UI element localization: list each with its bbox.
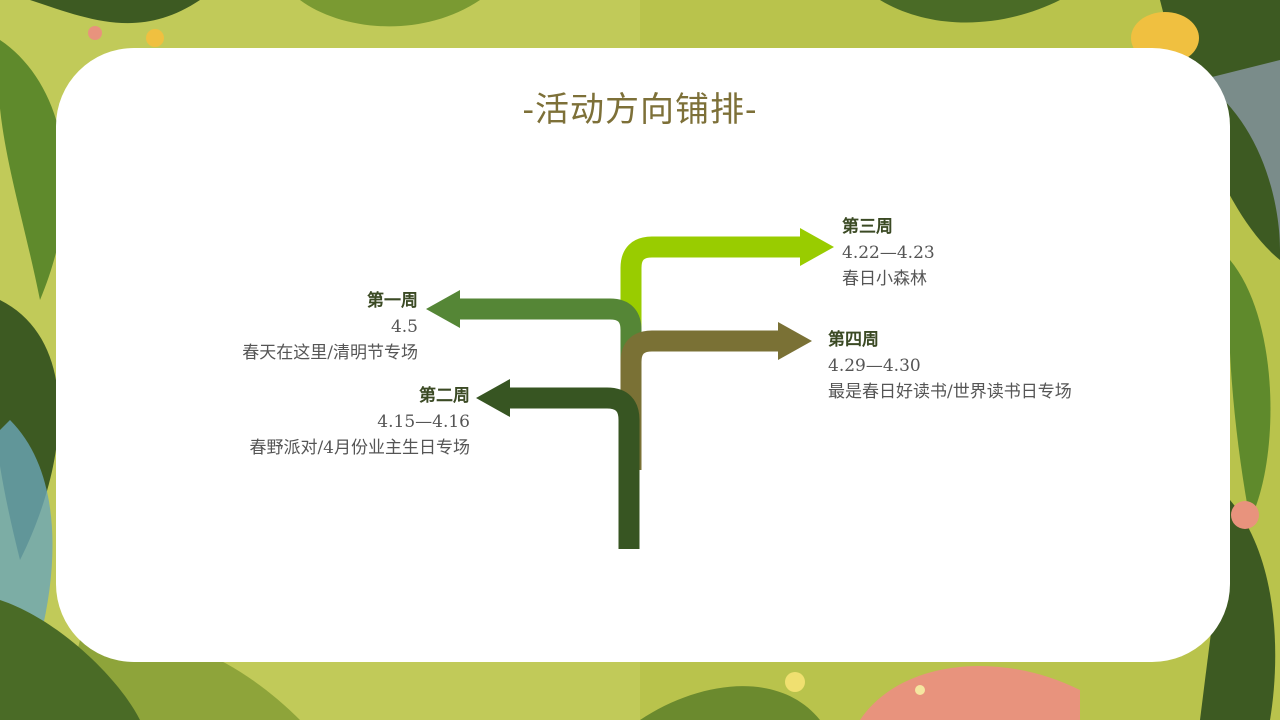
week-4-date: 4.29—4.30 xyxy=(828,353,1072,379)
week-2-name: 第二周 xyxy=(249,383,470,409)
week-1-name: 第一周 xyxy=(242,288,418,314)
week-2-date: 4.15—4.16 xyxy=(249,409,470,435)
week-3-date: 4.22—4.23 xyxy=(842,240,935,266)
week-3-theme: 春日小森林 xyxy=(842,266,935,292)
arrowhead-week-2 xyxy=(476,379,510,417)
week-3-label: 第三周 4.22—4.23 春日小森林 xyxy=(842,214,935,292)
week-1-theme: 春天在这里/清明节专场 xyxy=(242,340,418,366)
branch-week-3 xyxy=(631,247,800,400)
week-2-theme: 春野派对/4月份业主生日专场 xyxy=(249,435,470,461)
arrowhead-week-4 xyxy=(778,322,812,360)
week-4-label: 第四周 4.29—4.30 最是春日好读书/世界读书日专场 xyxy=(828,327,1072,405)
week-4-name: 第四周 xyxy=(828,327,1072,353)
arrowhead-week-3 xyxy=(800,228,834,266)
week-1-date: 4.5 xyxy=(242,314,418,340)
branch-week-2 xyxy=(510,398,629,549)
week-1-label: 第一周 4.5 春天在这里/清明节专场 xyxy=(242,288,418,366)
arrowhead-week-1 xyxy=(426,290,460,328)
week-3-name: 第三周 xyxy=(842,214,935,240)
week-2-label: 第二周 4.15—4.16 春野派对/4月份业主生日专场 xyxy=(249,383,470,461)
week-4-theme: 最是春日好读书/世界读书日专场 xyxy=(828,379,1072,405)
branch-week-1 xyxy=(460,309,631,440)
branch-week-4 xyxy=(631,341,778,470)
